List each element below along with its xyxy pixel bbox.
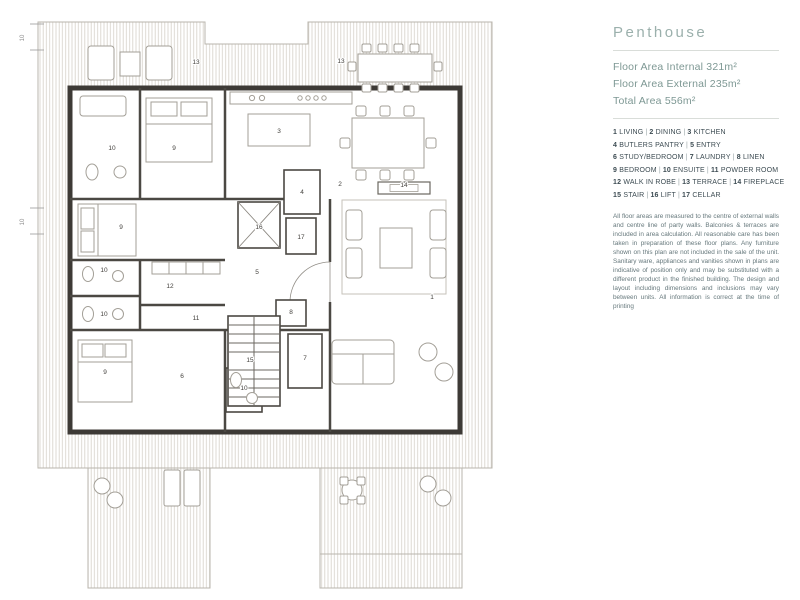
legend-line: 12 WALK IN ROBE|13 TERRACE|14 FIREPLACE (613, 179, 785, 186)
room-number-label: 13 (337, 58, 345, 65)
basin-icon (112, 270, 124, 282)
bath-fixtures (79, 95, 258, 404)
side-table (119, 51, 141, 77)
room-number-label: 10 (100, 311, 108, 318)
area-internal: Floor Area Internal 321m² (613, 61, 738, 73)
disclaimer-text: All floor areas are measured to the cent… (613, 213, 779, 310)
fireplace (377, 181, 431, 195)
round-chair (106, 491, 124, 509)
room-number-label: 10 (100, 267, 108, 274)
room-number-label: 10 (108, 145, 116, 152)
room-number-label: 6 (180, 373, 184, 380)
terrace-furniture-bottom (93, 469, 452, 509)
divider (613, 50, 779, 51)
lounger (163, 469, 181, 507)
basin-icon (246, 392, 258, 404)
info-panel: Penthouse Floor Area Internal 321m² Floo… (613, 24, 785, 311)
dimension-label: 10 (20, 34, 26, 41)
dining-table (339, 105, 437, 181)
interior-walls (70, 88, 332, 432)
toilet-icon (82, 306, 94, 322)
toilet-icon (230, 372, 242, 388)
round-chair (419, 475, 437, 493)
bed (145, 97, 213, 163)
room-number-label: 16 (255, 224, 263, 231)
room-number-label: 7 (303, 355, 307, 362)
toilet-icon (85, 163, 99, 181)
basin-icon (112, 308, 124, 320)
lounger (87, 45, 115, 81)
terrace-furniture-top (87, 43, 443, 93)
toilet-icon (82, 266, 94, 282)
room-number-label: 13 (192, 59, 200, 66)
outdoor-table (357, 53, 433, 83)
room-number-label: 9 (103, 369, 107, 376)
page-title: Penthouse (613, 24, 708, 41)
room-number-label: 12 (166, 283, 174, 290)
living-furniture (331, 199, 454, 385)
legend-line: 15 STAIR|16 LIFT|17 CELLAR (613, 191, 721, 199)
room-number-label: 3 (277, 128, 281, 135)
room-number-label: 9 (119, 224, 123, 231)
lounger (145, 45, 173, 81)
room-number-label: 17 (297, 234, 305, 241)
kitchen (229, 91, 353, 147)
legend-line: 4 BUTLERS PANTRY|5 ENTRY (613, 141, 721, 149)
legend-line: 6 STUDY/BEDROOM|7 LAUNDRY|8 LINEN (613, 154, 765, 161)
legend: 1 LIVING|2 DINING|3 KITCHEN 4 BUTLERS PAN… (613, 127, 785, 202)
legend-line: 1 LIVING|2 DINING|3 KITCHEN (613, 129, 726, 136)
kitchen-island (247, 113, 311, 147)
room-number-label: 8 (289, 309, 293, 316)
bed (77, 203, 137, 257)
room-number-label: 10 (240, 385, 248, 392)
room-number-label: 5 (255, 269, 259, 276)
lift-x-icon (237, 201, 281, 249)
room-number-label: 9 (172, 145, 176, 152)
legend-line: 9 BEDROOM|10 ENSUITE|11 POWDER ROOM (613, 166, 779, 174)
room-labels: 13 13 10 9 3 2 14 4 16 17 9 5 12 10 10 11 8 1 15 7 6 9 10 10 10 (20, 34, 435, 393)
armchair (345, 247, 363, 279)
linen (275, 299, 307, 327)
room-number-label: 11 (193, 315, 200, 322)
armchair (429, 247, 447, 279)
bed (77, 339, 133, 403)
area-total: Total Area 556m² (613, 95, 696, 107)
floor-plan: 13 13 10 9 3 2 14 4 16 17 9 5 12 10 10 11 8 1 15 7 6 9 10 10 10 (20, 21, 493, 589)
terrace-aprons (87, 467, 463, 589)
armchair (429, 209, 447, 241)
area-external: Floor Area External 235m² (613, 78, 741, 90)
basin-icon (113, 165, 127, 179)
coffee-table (379, 227, 413, 269)
round-chair (93, 477, 111, 495)
room-number-label: 4 (300, 189, 304, 196)
bathtub (79, 95, 127, 117)
area-summary: Floor Area Internal 321m² Floor Area Ext… (613, 59, 779, 110)
armchair (345, 209, 363, 241)
beds (77, 97, 213, 403)
dimension-label: 10 (20, 218, 26, 225)
room-number-label: 2 (338, 181, 342, 188)
round-chair (418, 342, 438, 362)
round-chair (434, 489, 452, 507)
stair (227, 315, 281, 407)
room-number-label: 14 (400, 182, 408, 189)
divider (613, 118, 779, 119)
lounger (183, 469, 201, 507)
cellar (285, 217, 317, 255)
dimension-ticks (30, 23, 44, 235)
laundry (287, 333, 323, 389)
room-number-label: 1 (430, 294, 434, 301)
room-number-label: 15 (246, 357, 254, 364)
butlers-pantry (283, 169, 321, 215)
kitchen-counter (229, 91, 353, 105)
door-swing (289, 261, 331, 303)
round-chair (434, 362, 454, 382)
